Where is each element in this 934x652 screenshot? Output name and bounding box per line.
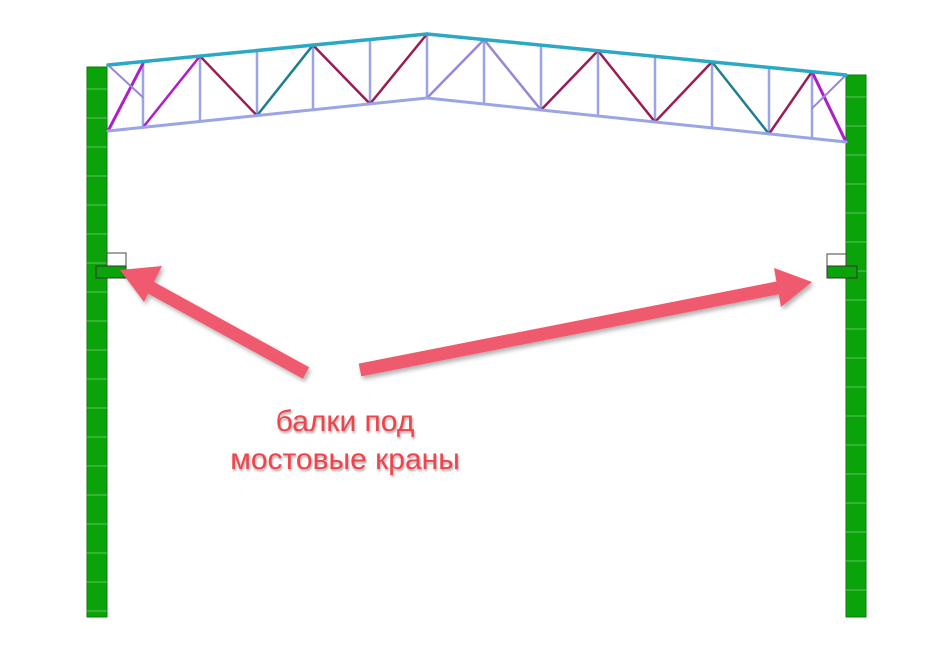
truss-diagonal xyxy=(255,43,315,117)
truss-diagonal xyxy=(482,38,543,112)
label-line-2: мостовые краны xyxy=(230,443,460,476)
arrow-right xyxy=(358,268,812,377)
truss-diagonal xyxy=(539,49,600,112)
right-column xyxy=(845,74,867,618)
arrow-left xyxy=(120,266,310,379)
truss-end-diagonal xyxy=(106,62,145,133)
truss-diagonal xyxy=(653,60,714,124)
truss-diagonal xyxy=(198,54,259,117)
truss-diagonal xyxy=(596,49,657,124)
right-crane-beam xyxy=(826,253,858,279)
label-line-1: балки под xyxy=(275,405,415,438)
truss-diagonal xyxy=(311,43,372,106)
truss-end-diagonal xyxy=(811,74,847,110)
crane-beams-label: балки под мостовые краны xyxy=(150,403,540,479)
truss-bottom-chord-right xyxy=(425,96,848,144)
truss-diagonal xyxy=(368,32,429,106)
truss-diagonal xyxy=(710,60,771,136)
truss-bottom-chord-left xyxy=(106,96,429,133)
truss-end-diagonal xyxy=(810,70,848,144)
left-column xyxy=(86,66,108,618)
truss-diagonal xyxy=(425,38,486,100)
truss-top-chord-left xyxy=(106,32,429,67)
truss-end-diagonal xyxy=(107,64,144,99)
truss-diagonal xyxy=(767,70,814,136)
truss-diagonal xyxy=(141,54,202,129)
truss-top-chord-right xyxy=(425,32,848,77)
left-crane-beam xyxy=(95,252,127,279)
roof-truss xyxy=(106,32,848,144)
